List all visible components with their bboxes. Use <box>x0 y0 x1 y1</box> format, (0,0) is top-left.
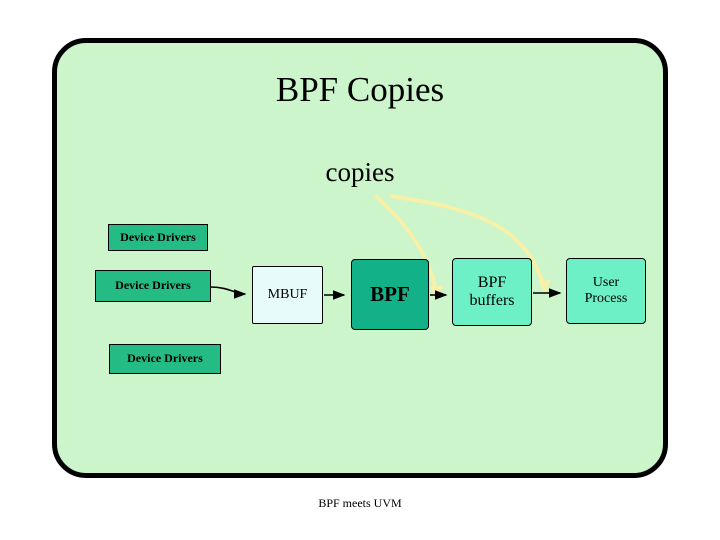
slide-footer: BPF meets UVM <box>318 496 402 510</box>
node-device-drivers-2[interactable]: Device Drivers <box>95 270 211 302</box>
page-title: BPF Copies <box>275 70 445 109</box>
node-user-process[interactable]: User Process <box>566 258 646 324</box>
node-bpf-buffers[interactable]: BPF buffers <box>452 258 532 326</box>
node-bpf[interactable]: BPF <box>351 259 429 330</box>
node-mbuf[interactable]: MBUF <box>252 266 323 324</box>
node-bpf-buffers-line1: BPF <box>477 273 507 291</box>
node-bpf-buffers-line2: buffers <box>469 292 515 309</box>
copies-label: copies <box>325 157 395 187</box>
node-device-drivers-1[interactable]: Device Drivers <box>108 224 208 251</box>
slide-panel <box>52 38 668 478</box>
node-user-process-line2: Process <box>584 291 628 306</box>
node-device-drivers-3[interactable]: Device Drivers <box>109 344 221 374</box>
node-user-process-line1: User <box>592 274 620 290</box>
